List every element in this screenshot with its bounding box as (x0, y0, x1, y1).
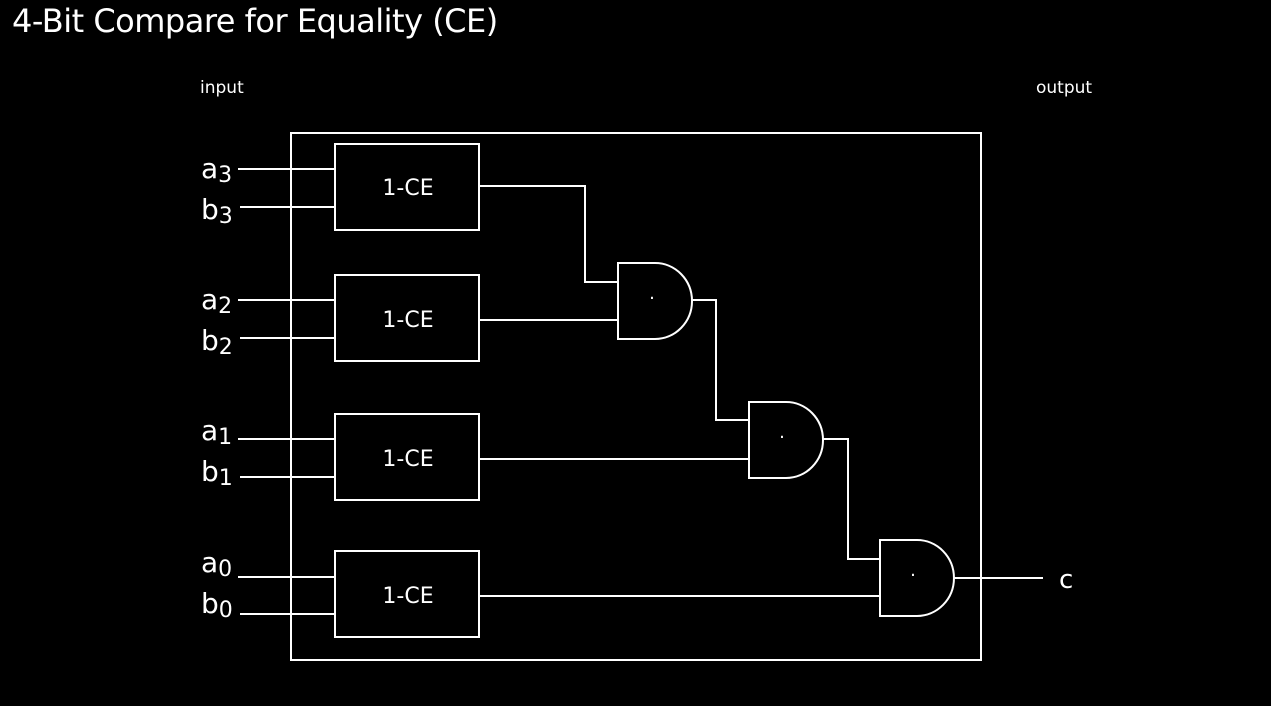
outer-boundary (290, 132, 982, 661)
input-a3: a3 (201, 152, 232, 188)
input-a1: a1 (201, 414, 232, 450)
and-gate-1 (617, 262, 693, 340)
and-gate-3-symbol: · (910, 565, 916, 586)
ce-block-2 (334, 274, 480, 362)
page-title: 4-Bit Compare for Equality (CE) (12, 2, 498, 40)
input-label: input (200, 78, 244, 98)
wire-ce3-gate1 (479, 185, 618, 283)
ce-block-label-0: 1-CE (382, 584, 433, 609)
input-b2: b2 (201, 324, 233, 360)
and-gate-3 (879, 539, 955, 617)
ce-block-label-3: 1-CE (382, 176, 433, 201)
and-gate-2-symbol: · (779, 427, 785, 448)
input-a2: a2 (201, 283, 232, 319)
input-a0: a0 (201, 546, 232, 582)
output-label: output (1036, 78, 1093, 98)
ce-block-1 (334, 413, 480, 501)
ce-block-label-1: 1-CE (382, 447, 433, 472)
and-gate-2 (748, 401, 824, 479)
wire-gate1-gate2 (692, 299, 749, 421)
ce-block-label-2: 1-CE (382, 308, 433, 333)
and-gate-1-symbol: · (649, 288, 655, 309)
input-b1: b1 (201, 455, 233, 491)
input-b3: b3 (201, 193, 233, 229)
ce-block-0 (334, 550, 480, 638)
output-c: c (1059, 565, 1073, 595)
wire-gate2-gate3 (823, 438, 880, 560)
input-b0: b0 (201, 587, 233, 623)
